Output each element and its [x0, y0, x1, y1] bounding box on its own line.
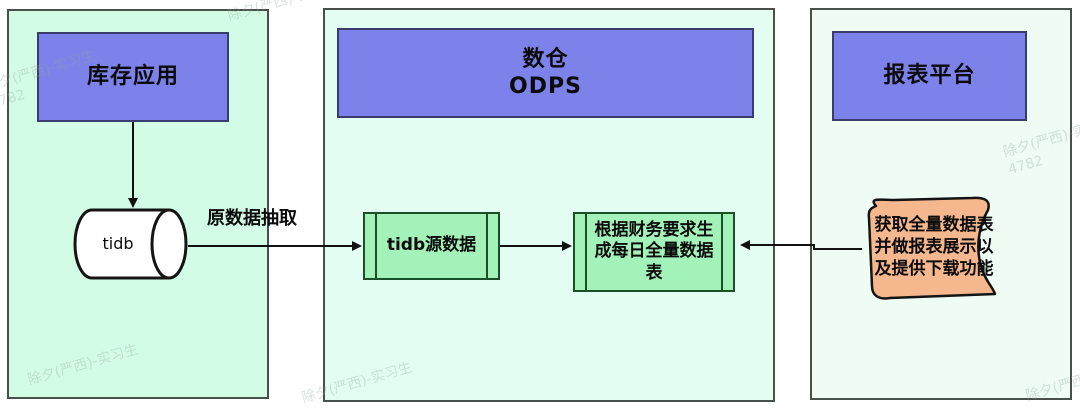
node-daily-full-table-label: 根据财务要求生成每日全量数据表: [594, 220, 714, 283]
header-data-warehouse: 数仓 ODPS: [337, 28, 754, 118]
tidb-database-cylinder: tidb: [73, 208, 188, 280]
node-tidb-source-data: tidb源数据: [363, 212, 500, 280]
node-tidb-source-label: tidb源数据: [386, 235, 477, 256]
header-report-label: 报表平台: [883, 63, 976, 89]
cylinder-cap-edge: [150, 208, 170, 280]
header-inventory-app: 库存应用: [37, 32, 229, 122]
node-daily-full-table: 根据财务要求生成每日全量数据表: [573, 212, 735, 292]
cylinder-label: tidb: [102, 234, 133, 253]
header-warehouse-line2: ODPS: [509, 74, 582, 99]
header-warehouse-line1: 数仓: [522, 46, 569, 72]
report-document-shape: [867, 196, 997, 300]
report-document-label: 获取全量数据表并做报表展示以及提供下载功能: [874, 215, 994, 280]
header-report-platform: 报表平台: [832, 31, 1027, 121]
document-body: [867, 196, 997, 300]
edge-label-raw-extract: 原数据抽取: [207, 208, 297, 229]
header-inventory-label: 库存应用: [86, 64, 179, 90]
